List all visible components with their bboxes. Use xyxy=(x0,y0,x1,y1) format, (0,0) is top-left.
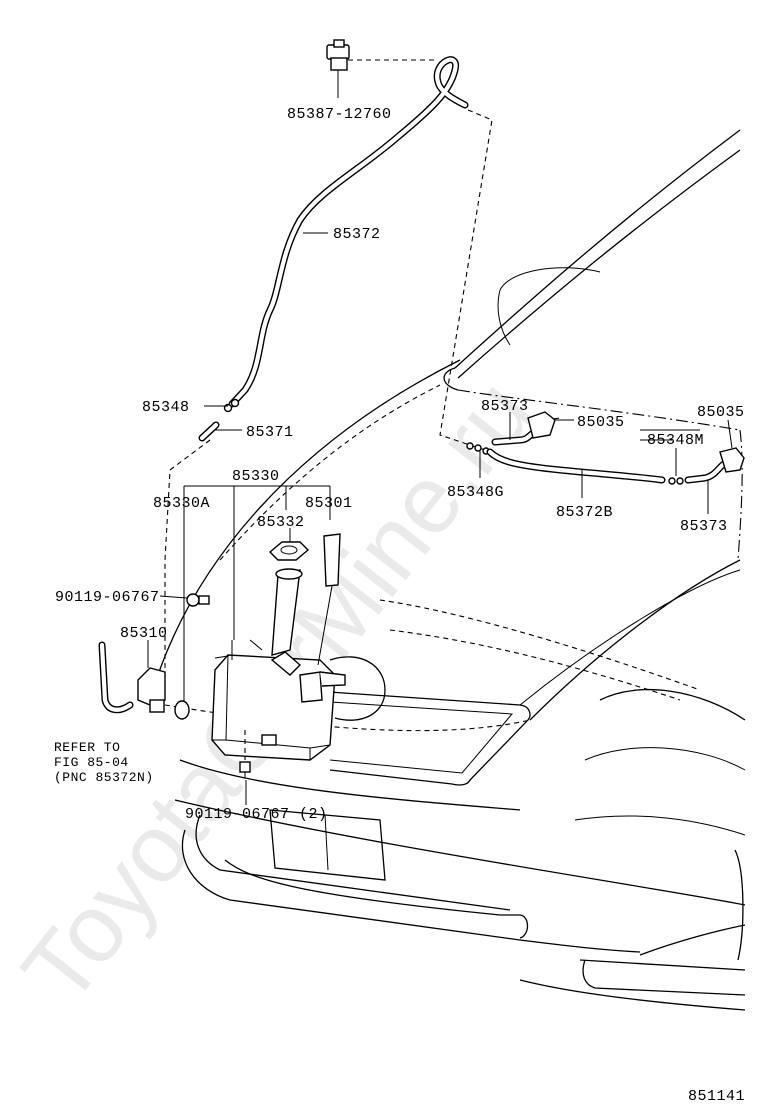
figure-number: 851141 xyxy=(688,1088,745,1105)
label-85332: 85332 xyxy=(257,514,305,531)
routing-dashed-lines xyxy=(164,59,700,700)
label-85035-right: 85035 xyxy=(697,404,745,421)
label-85373-upper: 85373 xyxy=(481,398,529,415)
callout-labels: 85387-12760 85372 85348 85371 85330 8533… xyxy=(54,106,745,1105)
hose-85373-lower xyxy=(684,460,728,484)
bolt-90119-a xyxy=(186,593,210,607)
label-pnc-85372n: (PNC 85372N) xyxy=(54,770,154,785)
label-90119-06767-2: 90119-06767 (2) xyxy=(185,806,328,823)
label-85301: 85301 xyxy=(305,495,353,512)
joint-85348M xyxy=(668,477,684,485)
label-85348G: 85348G xyxy=(447,484,504,501)
label-85348: 85348 xyxy=(142,399,190,416)
label-fig-85-04: FIG 85-04 xyxy=(54,755,129,770)
nozzle-85035-right xyxy=(719,447,745,473)
washer-nozzle-85387 xyxy=(326,39,350,71)
label-85330A: 85330A xyxy=(153,495,210,512)
leader-lines xyxy=(147,70,733,805)
pipe-85371 xyxy=(198,421,220,442)
nozzle-85035-left xyxy=(527,411,556,439)
label-refer-to: REFER TO xyxy=(54,740,120,755)
label-90119-06767: 90119-06767 xyxy=(55,589,160,606)
pump-85310 xyxy=(98,641,190,720)
label-85348M: 85348M xyxy=(647,432,704,449)
inlet-85301 xyxy=(317,533,341,666)
car-body-outline xyxy=(149,129,746,1011)
washer-tank-85330 xyxy=(211,568,346,761)
label-85035-left: 85035 xyxy=(577,414,625,431)
label-85373-lower: 85373 xyxy=(680,518,728,535)
cap-85332 xyxy=(268,541,310,561)
hose-85372 xyxy=(228,56,469,408)
label-85310: 85310 xyxy=(120,625,168,642)
label-85372B: 85372B xyxy=(556,504,613,521)
label-85330: 85330 xyxy=(232,468,280,485)
label-85387-12760: 85387-12760 xyxy=(287,106,392,123)
hose-85372B xyxy=(486,448,666,484)
bolt-90119-b xyxy=(239,730,251,778)
label-85371: 85371 xyxy=(246,424,294,441)
joint-85348G xyxy=(466,442,490,455)
label-85372: 85372 xyxy=(333,226,381,243)
